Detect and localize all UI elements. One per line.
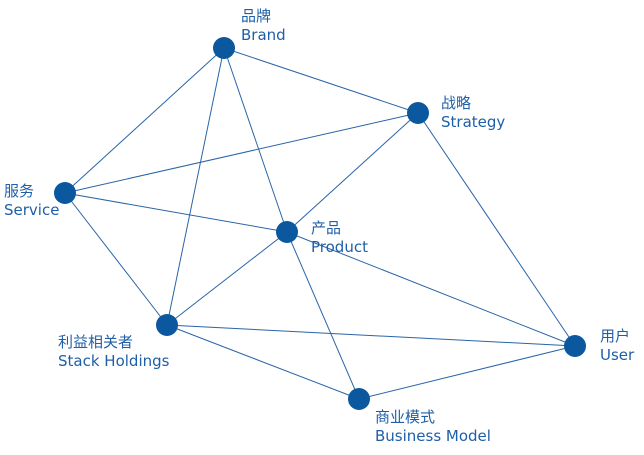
edge-service-product (64, 192, 288, 233)
edge-brand-service (64, 47, 225, 194)
node-stakeholders (156, 314, 178, 336)
edge-brand-product (223, 47, 288, 233)
edge-strategy-service (64, 112, 419, 194)
node-label-zh: 商业模式 (375, 408, 436, 426)
edge-strategy-user (417, 112, 576, 347)
node-label-en: Strategy (441, 113, 506, 131)
node-label-en: Business Model (375, 427, 491, 445)
node-label-zh: 用户 (600, 327, 631, 345)
node-service (54, 182, 76, 204)
node-label-zh: 战略 (441, 94, 472, 112)
node-product (276, 221, 298, 243)
edge-strategy-product (286, 112, 419, 233)
node-label-en: Product (311, 238, 368, 256)
node-label-en: Stack Holdings (58, 352, 170, 370)
node-strategy (407, 102, 429, 124)
edge-product-user (286, 231, 576, 347)
node-label-en: Service (4, 201, 60, 219)
edge-brand-stakeholders (166, 47, 225, 326)
edge-stakeholders-user (166, 324, 576, 347)
node-business (348, 388, 370, 410)
edge-business-user (358, 345, 576, 400)
node-label-zh: 利益相关者 (58, 333, 134, 351)
node-user (564, 335, 586, 357)
edge-service-stakeholders (64, 192, 168, 326)
node-brand (213, 37, 235, 59)
edge-product-stakeholders (166, 231, 288, 326)
edge-stakeholders-business (166, 324, 360, 400)
node-label-zh: 品牌 (241, 7, 272, 25)
node-label-en: Brand (241, 26, 286, 44)
edge-product-business (286, 231, 360, 400)
node-label-zh: 服务 (4, 182, 35, 200)
edge-brand-strategy (223, 47, 419, 114)
node-label-zh: 产品 (311, 219, 342, 237)
node-label-en: User (600, 346, 635, 364)
